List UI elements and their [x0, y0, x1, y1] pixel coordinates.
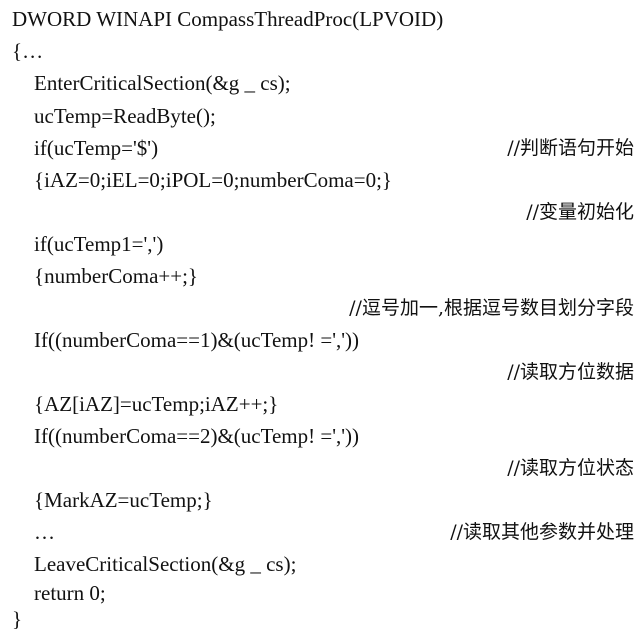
- code-text: {numberComa++;}: [34, 264, 198, 288]
- code-text: If((numberComa==1)&(ucTemp! =',')): [34, 328, 360, 352]
- code-line-16: {MarkAZ=ucTemp;}: [0, 485, 640, 515]
- code-line-12: //读取方位数据: [0, 357, 640, 387]
- code-text: If((numberComa==2)&(ucTemp! =',')): [34, 424, 360, 448]
- code-comment: //判断语句开始: [507, 137, 634, 159]
- code-line-6: {iAZ=0;iEL=0;iPOL=0;numberComa=0;}: [0, 165, 640, 195]
- code-comment: //变量初始化: [526, 201, 634, 223]
- code-comment: //读取其他参数并处理: [450, 521, 634, 543]
- code-text: {…: [12, 39, 44, 63]
- code-text: EnterCriticalSection(&g _ cs);: [34, 71, 291, 95]
- code-text: DWORD WINAPI CompassThreadProc(LPVOID): [12, 7, 444, 31]
- code-comment: //逗号加一,根据逗号数目划分字段: [349, 297, 634, 319]
- code-line-15: //读取方位状态: [0, 453, 640, 483]
- code-text: {MarkAZ=ucTemp;}: [34, 488, 213, 512]
- code-line-4: ucTemp=ReadByte();: [0, 101, 640, 131]
- code-line-1: DWORD WINAPI CompassThreadProc(LPVOID): [0, 4, 640, 34]
- code-text: {iAZ=0;iEL=0;iPOL=0;numberComa=0;}: [34, 168, 393, 192]
- code-line-19: return 0;: [0, 578, 640, 608]
- code-line-7: //变量初始化: [0, 197, 640, 227]
- code-line-9: {numberComa++;}: [0, 261, 640, 291]
- code-comment: //读取方位状态: [507, 457, 634, 479]
- code-text: …: [34, 520, 55, 544]
- code-line-18: LeaveCriticalSection(&g _ cs);: [0, 549, 640, 579]
- code-line-14: If((numberComa==2)&(ucTemp! =',')): [0, 421, 640, 451]
- code-line-10: //逗号加一,根据逗号数目划分字段: [0, 293, 640, 323]
- code-line-2: {…: [0, 36, 640, 66]
- code-text: }: [12, 607, 23, 631]
- code-comment: //读取方位数据: [507, 361, 634, 383]
- code-line-8: if(ucTemp1=','): [0, 229, 640, 259]
- code-text: if(ucTemp='$'): [34, 136, 159, 160]
- code-line-11: If((numberComa==1)&(ucTemp! =',')): [0, 325, 640, 355]
- code-line-17: … //读取其他参数并处理: [0, 517, 640, 547]
- code-text: ucTemp=ReadByte();: [34, 104, 216, 128]
- code-line-20: }: [0, 604, 640, 634]
- code-text: if(ucTemp1=','): [34, 232, 164, 256]
- code-text: LeaveCriticalSection(&g _ cs);: [34, 552, 297, 576]
- code-text: return 0;: [34, 581, 106, 605]
- code-line-5: if(ucTemp='$') //判断语句开始: [0, 133, 640, 163]
- code-line-3: EnterCriticalSection(&g _ cs);: [0, 68, 640, 98]
- code-line-13: {AZ[iAZ]=ucTemp;iAZ++;}: [0, 389, 640, 419]
- code-text: {AZ[iAZ]=ucTemp;iAZ++;}: [34, 392, 279, 416]
